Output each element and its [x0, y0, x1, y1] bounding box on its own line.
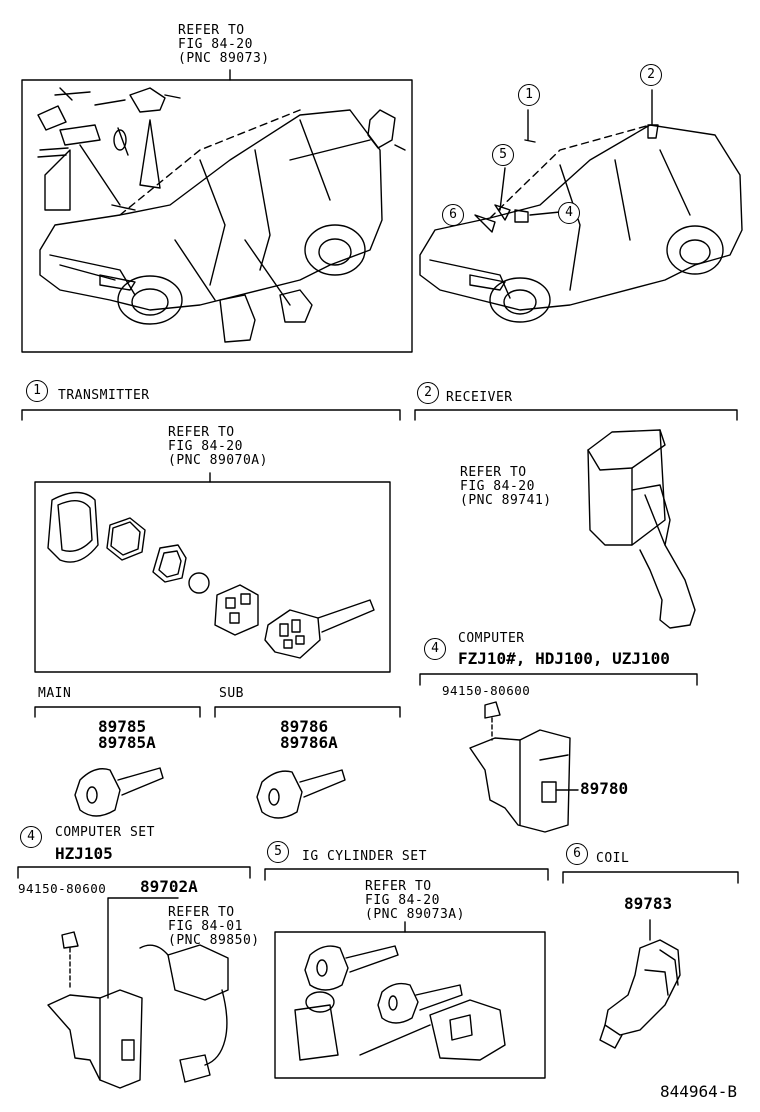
computer-set-part-number: 89702A — [140, 877, 198, 896]
ig-cylinder-refer-line3: (PNC 89073A) — [365, 907, 465, 922]
coil-title: COIL — [596, 851, 630, 866]
ig-cylinder-number: 5 — [267, 841, 289, 863]
receiver-refer-line2: FIG 84-20 — [460, 479, 535, 494]
computer-title: COMPUTER — [458, 631, 525, 646]
transmitter-parts-box — [34, 481, 391, 673]
vehicle-door-lock-panel — [21, 79, 413, 353]
sub-title: SUB — [219, 686, 244, 701]
transmitter-title: TRANSMITTER — [58, 388, 150, 403]
ig-cylinder-parts — [294, 945, 506, 1061]
vehicle-right-illustration — [419, 89, 743, 323]
main-title: MAIN — [38, 686, 72, 701]
top-refer-line2: FIG 84-20 — [178, 37, 253, 52]
computer-models: FZJ10#, HDJ100, UZJ100 — [458, 649, 670, 668]
callout-2: 2 — [640, 64, 662, 86]
top-refer-line3: (PNC 89073) — [178, 51, 270, 66]
vehicle-left-illustration — [37, 87, 406, 343]
sub-part-number: 89786 — [280, 717, 329, 736]
transmitter-refer-line1: REFER TO — [168, 425, 235, 440]
computer-set-refer-line3: (PNC 89850) — [168, 933, 260, 948]
coil-number: 6 — [566, 843, 588, 865]
computer-part-number: 89780 — [580, 779, 629, 798]
callout-1: 1 — [518, 84, 540, 106]
computer-bolt-number: 94150-80600 — [442, 683, 531, 698]
computer-set-title: COMPUTER SET — [55, 825, 155, 840]
ig-cylinder-refer-line1: REFER TO — [365, 879, 432, 894]
transmitter-refer-line2: FIG 84-20 — [168, 439, 243, 454]
computer-set-number: 4 — [20, 826, 42, 848]
receiver-refer-line3: (PNC 89741) — [460, 493, 552, 508]
callout-6: 6 — [442, 204, 464, 226]
main-part-number: 89785 — [98, 717, 147, 736]
computer-number: 4 — [424, 638, 446, 660]
computer-89780-drawing — [469, 701, 579, 833]
sub-key-drawing — [256, 769, 346, 819]
callout-4: 4 — [558, 202, 580, 224]
top-refer-line1: REFER TO — [178, 23, 245, 38]
main-part-number-alt: 89785A — [98, 733, 156, 752]
computer-set-bolt-number: 94150-80600 — [18, 881, 107, 896]
transmitter-refer-line3: (PNC 89070A) — [168, 453, 268, 468]
figure-id: 844964-B — [660, 1082, 738, 1101]
computer-set-model: HZJ105 — [55, 844, 113, 863]
transmitter-number: 1 — [26, 380, 48, 402]
computer-set-refer-line1: REFER TO — [168, 905, 235, 920]
ig-cylinder-title: IG CYLINDER SET — [302, 849, 427, 864]
receiver-part — [587, 429, 696, 629]
ig-cylinder-refer-line2: FIG 84-20 — [365, 893, 440, 908]
main-key-drawing — [74, 767, 164, 817]
coil-drawing — [599, 919, 681, 1049]
receiver-refer-line1: REFER TO — [460, 465, 527, 480]
ig-cylinder-parts-box — [274, 931, 546, 1079]
coil-part-number: 89783 — [624, 894, 673, 913]
receiver-title: RECEIVER — [446, 390, 513, 405]
sub-part-number-alt: 89786A — [280, 733, 338, 752]
callout-5: 5 — [492, 144, 514, 166]
transmitter-parts — [47, 491, 375, 659]
computer-set-refer-line2: FIG 84-01 — [168, 919, 243, 934]
receiver-number: 2 — [417, 382, 439, 404]
computer-set-drawing — [47, 897, 229, 1089]
section-header-lines — [17, 409, 739, 884]
